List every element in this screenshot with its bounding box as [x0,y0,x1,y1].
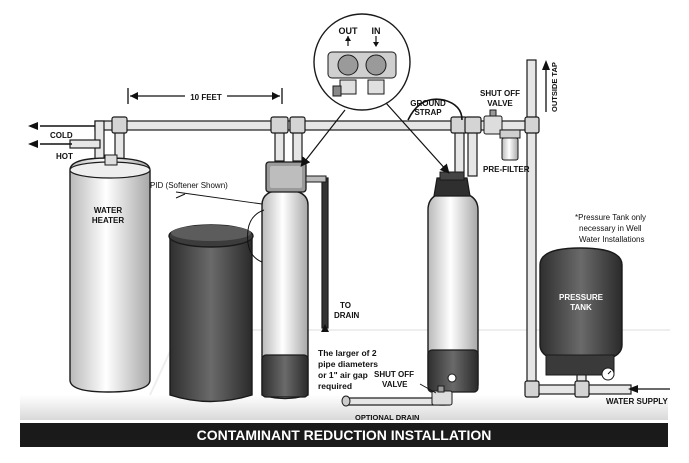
ground-strap-line1: GROUND [410,99,446,108]
ground-strap-line2: STRAP [414,108,442,117]
ground-strap: GROUND STRAP [407,98,463,121]
gap-note-line1: The larger of 2 [318,348,377,358]
water-supply-label: WATER SUPPLY [606,397,668,406]
gap-note-line4: required [318,381,352,391]
outside-tap: OUTSIDE TAP [542,60,559,112]
pressure-note-line2: necessary in Well [579,224,642,233]
pressure-tank-line2: TANK [570,303,592,312]
cold-label: COLD [50,131,73,140]
to-drain-label-line2: DRAIN [334,311,360,320]
water-heater-label-line2: HEATER [92,216,125,225]
to-drain: TO DRAIN [321,301,360,332]
pressure-tank-line1: PRESSURE [559,293,604,302]
gap-note-line3: or 1" air gap [318,370,368,380]
pre-filter-label: PRE-FILTER [483,165,530,174]
outside-tap-label: OUTSIDE TAP [550,62,559,112]
out-label: OUT [339,26,359,36]
hot-label: HOT [56,152,73,161]
bottom-shut-off-label-line2: VALVE [382,380,408,389]
brine-tank [168,224,254,403]
optional-drain-label: OPTIONAL DRAIN [355,413,419,422]
bottom-shut-off-label-line1: SHUT OFF [374,370,414,379]
pre-filter: PRE-FILTER [483,129,530,174]
bypass-valve-inset: OUT IN [313,13,411,111]
optional-drain: OPTIONAL DRAIN [341,395,419,422]
bottom-shut-off-valve: SHUT OFF VALVE [374,370,453,406]
in-label: IN [372,26,381,36]
pressure-tank-note: *Pressure Tank only necessary in Well Wa… [575,213,646,244]
water-heater: WATER HEATER [69,154,151,393]
pressure-note-line3: Water Installations [579,235,645,244]
top-shut-off-line1: SHUT OFF [480,89,520,98]
ten-feet-label: 10 FEET [190,93,222,102]
cold-hot-arrows: COLD HOT [28,122,95,161]
filter-tank [427,171,479,393]
water-supply-arrow: WATER SUPPLY [606,385,670,406]
air-gap-note: The larger of 2 pipe diameters or 1" air… [318,348,378,391]
pressure-tank: PRESSURE TANK [539,247,623,381]
footer-banner [20,423,668,447]
top-shut-off-valve: SHUT OFF VALVE [480,89,520,135]
softener-tank [175,161,327,400]
pressure-note-line1: *Pressure Tank only [575,213,646,222]
footer-title: CONTAMINANT REDUCTION INSTALLATION [197,427,492,443]
pid-label: PID (Softener Shown) [150,181,228,190]
water-heater-label-line1: WATER [94,206,123,215]
pipe-fittings [111,116,590,398]
gap-note-line2: pipe diameters [318,359,378,369]
ten-feet-dimension: 10 FEET [127,88,283,104]
top-shut-off-line2: VALVE [487,99,513,108]
to-drain-label-line1: TO [340,301,351,310]
